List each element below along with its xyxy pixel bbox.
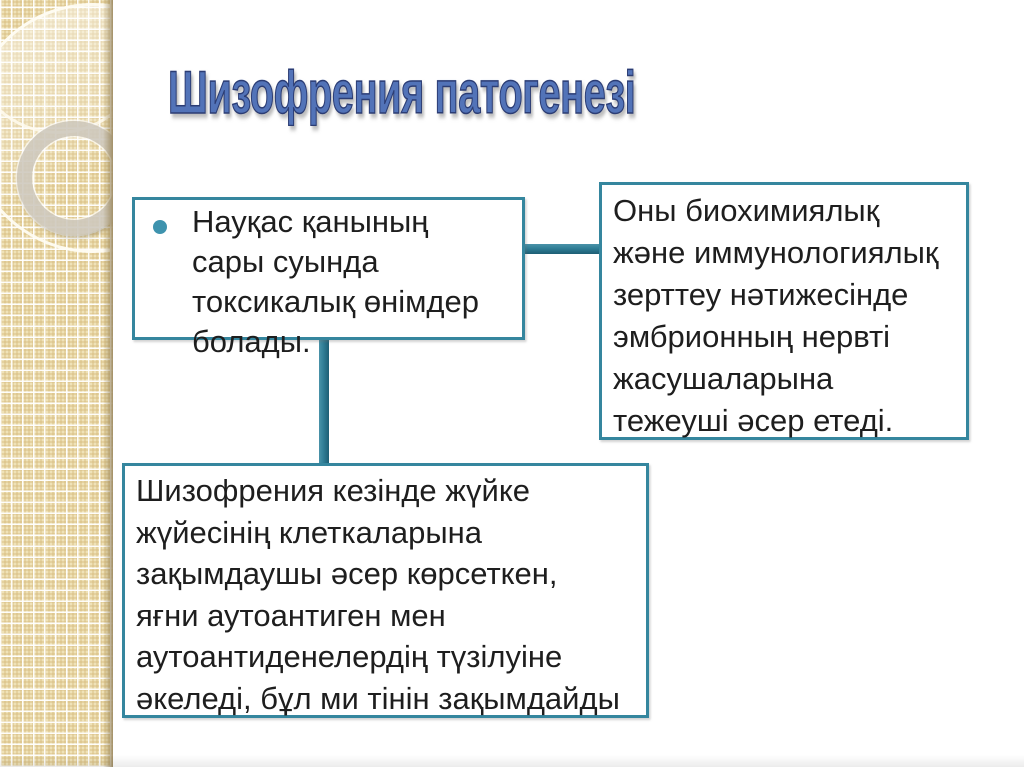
text-line: және иммунологиялық (613, 235, 939, 270)
bullet-icon (153, 220, 167, 234)
box-serum-toxins: Науқас қанының сары суында токсикалық өнім… (132, 197, 525, 359)
text-line: зақымдаушы әсер көрсеткен, (136, 556, 558, 591)
text-line: жасушаларына (613, 361, 834, 396)
text-line: тежеуші әсер етеді. (613, 403, 894, 438)
text-line: Шизофрения кезінде жүйке (136, 473, 530, 508)
sidebar-edge-shadow (103, 0, 113, 767)
connector-horizontal (524, 244, 603, 254)
text-line: жүйесінің клеткаларына (136, 514, 483, 550)
page-title: Шизофрения патогенезі (168, 58, 637, 127)
text-line: Науқас қанының (192, 204, 429, 239)
text-line: аутоантиденелердің түзілуіне (136, 639, 563, 674)
box-serum-toxins-text: Науқас қанының сары суында токсикалық өнім… (192, 202, 479, 362)
decorative-ring-thin (0, 0, 113, 134)
box-immunology-effect-text: Оны биохимиялық және иммунологиялық зертте… (613, 190, 938, 442)
connector-vertical (319, 338, 329, 467)
sidebar-texture (0, 0, 113, 767)
box-immunology-effect: Оны биохимиялық және иммунологиялық зертте… (599, 182, 969, 440)
box-nerve-damage: Шизофрения кезінде жүйке жүйесінің клетка… (122, 463, 649, 718)
text-line: Оны биохимиялық (613, 193, 880, 228)
text-line: токсикалық өнімдер (192, 284, 479, 319)
text-line: болады. (192, 324, 311, 359)
text-line: зерттеу нәтижесінде (613, 277, 909, 312)
bottom-divider (0, 755, 1024, 767)
box-nerve-damage-text: Шизофрения кезінде жүйке жүйесінің клетка… (136, 470, 620, 719)
text-line: яғни аутоантиген мен (136, 597, 446, 633)
text-line: әкеледі, бұл ми тінін зақымдайды (136, 680, 620, 716)
text-line: эмбрионның нервті (613, 319, 891, 354)
text-line: сары суында (192, 244, 379, 279)
